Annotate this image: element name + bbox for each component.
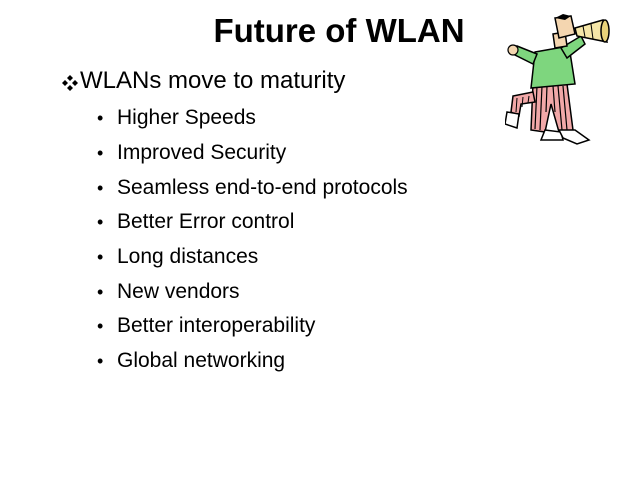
list-item-text: Seamless end-to-end protocols [117,175,408,199]
list-item: • New vendors [97,274,408,309]
list-item: • Higher Speeds [97,101,408,136]
list-item-text: Long distances [117,245,259,269]
bullet-dot-icon: • [97,281,104,302]
list-item-text: Improved Security [117,141,287,165]
list-item: • Better Error control [97,205,408,240]
main-bullet-text: WLANs move to maturity [80,67,346,94]
man-with-megaphone-clipart [505,14,610,145]
list-item-text: Better Error control [117,210,295,234]
slide-title: Future of WLAN [213,12,465,49]
main-bullet: WLANs move to maturity [62,64,345,98]
list-item: • Improved Security [97,136,408,171]
diamond-bullet-icon [62,67,78,91]
list-item: • Long distances [97,240,408,275]
bullet-dot-icon: • [97,177,104,198]
bullet-dot-icon: • [97,316,104,337]
bullet-dot-icon: • [97,143,104,164]
sub-bullet-list: • Higher Speeds • Improved Security • Se… [97,101,408,379]
bullet-dot-icon: • [97,351,104,372]
list-item: • Global networking [97,344,408,379]
list-item-text: Global networking [117,349,286,373]
list-item-text: Better interoperability [117,314,316,338]
list-item-text: Higher Speeds [117,106,256,130]
list-item-text: New vendors [117,279,240,303]
bullet-dot-icon: • [97,108,104,129]
striped-pants [530,83,574,133]
bullet-dot-icon: • [97,247,104,268]
bullet-dot-icon: • [97,212,104,233]
megaphone-icon [574,19,610,43]
list-item: • Better interoperability [97,309,408,344]
green-shirt [511,34,586,89]
list-item: • Seamless end-to-end protocols [97,170,408,205]
